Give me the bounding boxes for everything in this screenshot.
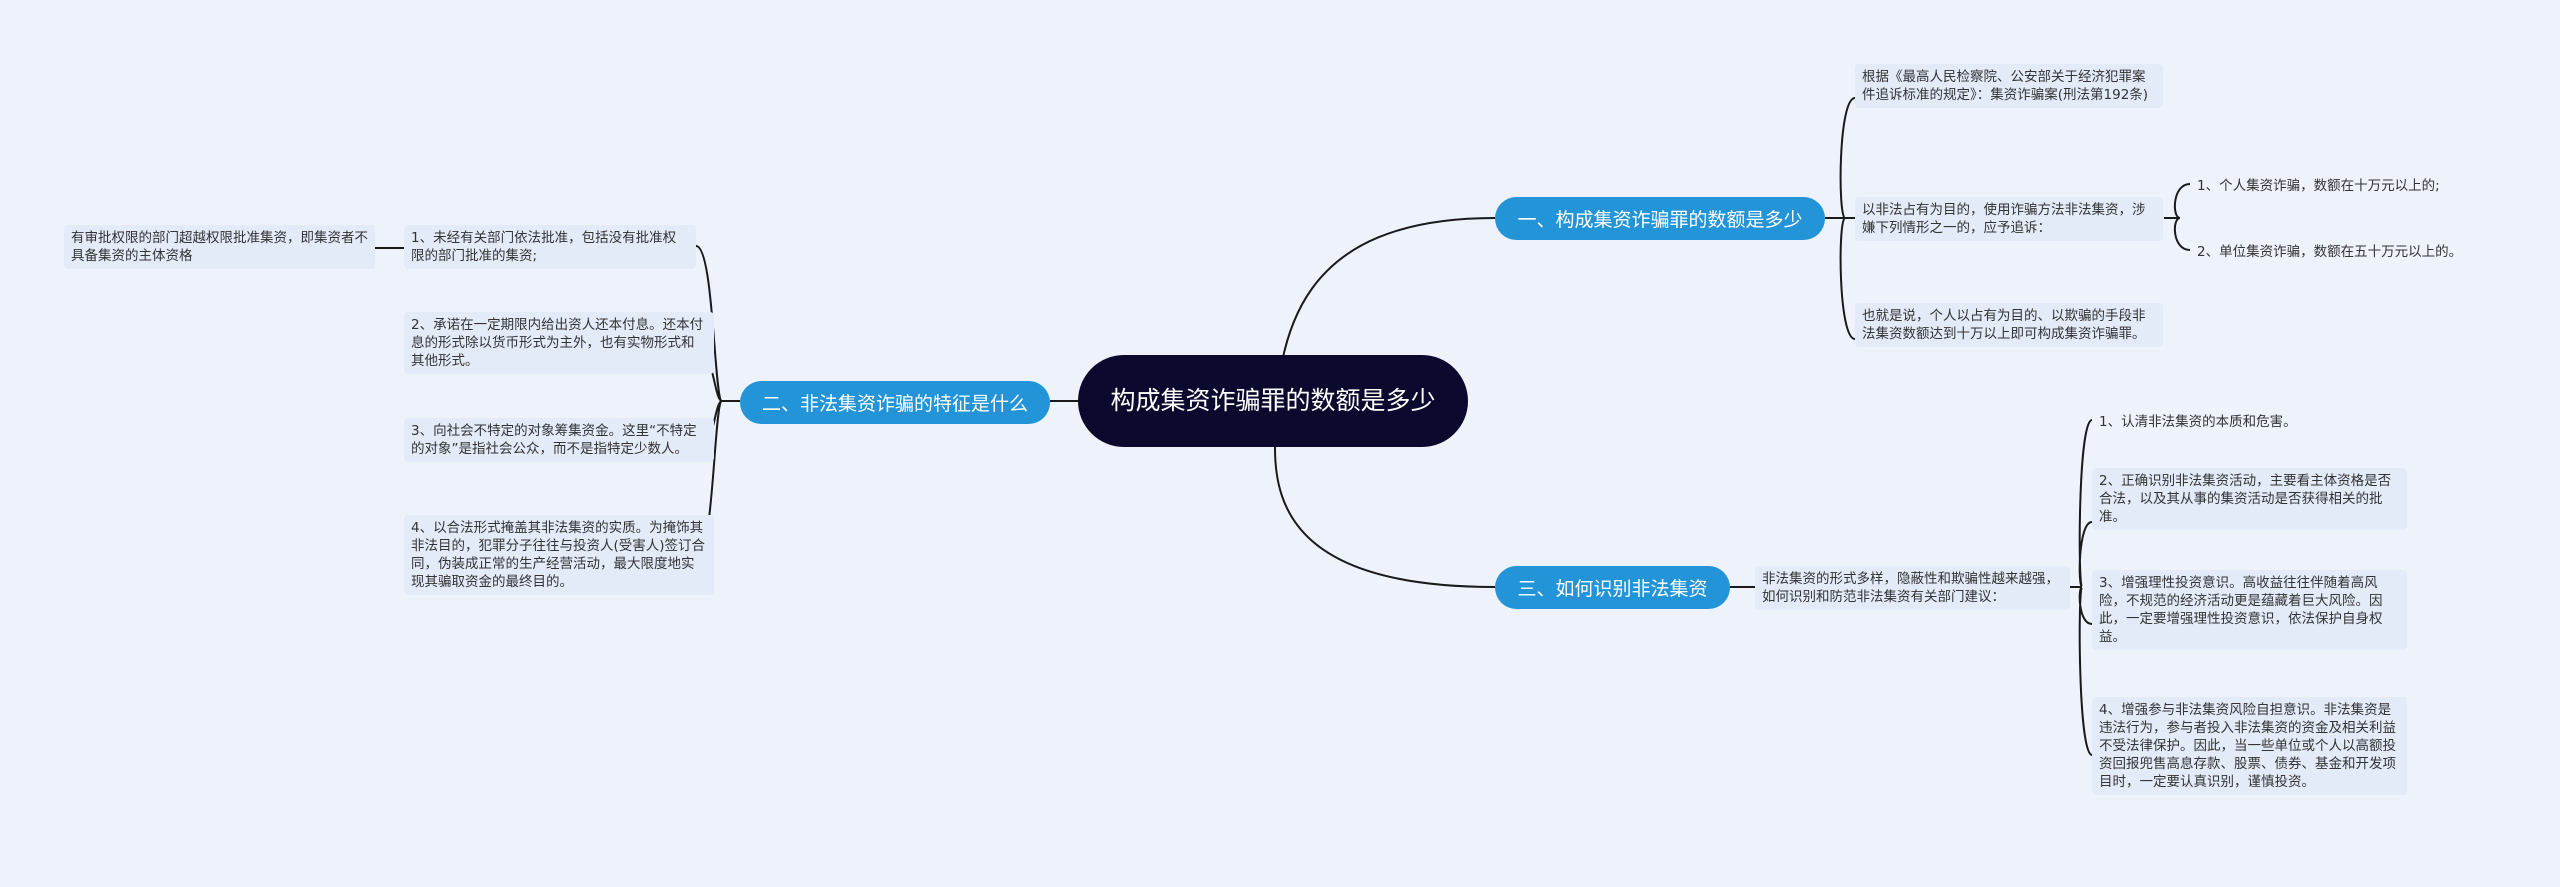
branch-2-topic[interactable]: 二、非法集资诈骗的特征是什么 <box>740 381 1050 424</box>
b1-leaf-prosecution[interactable]: 以非法占有为目的，使用诈骗方法非法集资，涉嫌下列情形之一的，应予追诉： <box>1855 197 2163 241</box>
b1-leaf-standard[interactable]: 根据《最高人民检察院、公安部关于经济犯罪案件追诉标准的规定》：集资诈骗案(刑法第… <box>1855 64 2163 108</box>
connector-root-b3 <box>1274 447 1496 588</box>
connector-b1-children <box>1825 97 1856 340</box>
b1-leaf-summary[interactable]: 也就是说，个人以占有为目的、以欺骗的手段非法集资数额达到十万以上即可构成集资诈骗… <box>1855 303 2163 347</box>
b2-leaf-public[interactable]: 3、向社会不特定的对象筹集资金。这里“不特定的对象”是指社会公众，而不是指特定少… <box>404 418 714 462</box>
b3-subleaf-risk[interactable]: 4、增强参与非法集资风险自担意识。非法集资是违法行为，参与者投入非法集资的资金及… <box>2092 697 2407 795</box>
b1-subleaf-individual[interactable]: 1、个人集资诈骗，数额在十万元以上的; <box>2197 178 2440 194</box>
connector-b2-children <box>695 245 740 561</box>
branch-3-topic[interactable]: 三、如何识别非法集资 <box>1495 566 1730 609</box>
b3-leaf-advice[interactable]: 非法集资的形式多样，隐蔽性和欺骗性越来越强，如何识别和防范非法集资有关部门建议： <box>1755 566 2070 610</box>
branch-1-topic[interactable]: 一、构成集资诈骗罪的数额是多少 <box>1495 197 1825 240</box>
b2-leaf-unapproved[interactable]: 1、未经有关部门依法批准，包括没有批准权限的部门批准的集资; <box>404 225 696 269</box>
b2-subleaf-exceeding-authority[interactable]: 有审批权限的部门超越权限批准集资，即集资者不具备集资的主体资格 <box>64 225 375 269</box>
b1-subleaf-unit[interactable]: 2、单位集资诈骗，数额在五十万元以上的。 <box>2197 244 2463 260</box>
b2-leaf-disguise[interactable]: 4、以合法形式掩盖其非法集资的实质。为掩饰其非法目的，犯罪分子往往与投资人(受害… <box>404 515 714 595</box>
connector-b3c1-children <box>2070 419 2093 756</box>
connector-b1c2-children <box>2164 183 2191 251</box>
b3-subleaf-nature[interactable]: 1、认清非法集资的本质和危害。 <box>2099 414 2297 430</box>
b3-subleaf-rational[interactable]: 3、增强理性投资意识。高收益往往伴随着高风险，不规范的经济活动更是蕴藏着巨大风险… <box>2092 570 2407 650</box>
b2-leaf-repayment[interactable]: 2、承诺在一定期限内给出资人还本付息。还本付息的形式除以货币形式为主外，也有实物… <box>404 312 714 374</box>
root-topic[interactable]: 构成集资诈骗罪的数额是多少 <box>1078 355 1468 447</box>
b3-subleaf-identify[interactable]: 2、正确识别非法集资活动，主要看主体资格是否合法，以及其从事的集资活动是否获得相… <box>2092 468 2407 530</box>
